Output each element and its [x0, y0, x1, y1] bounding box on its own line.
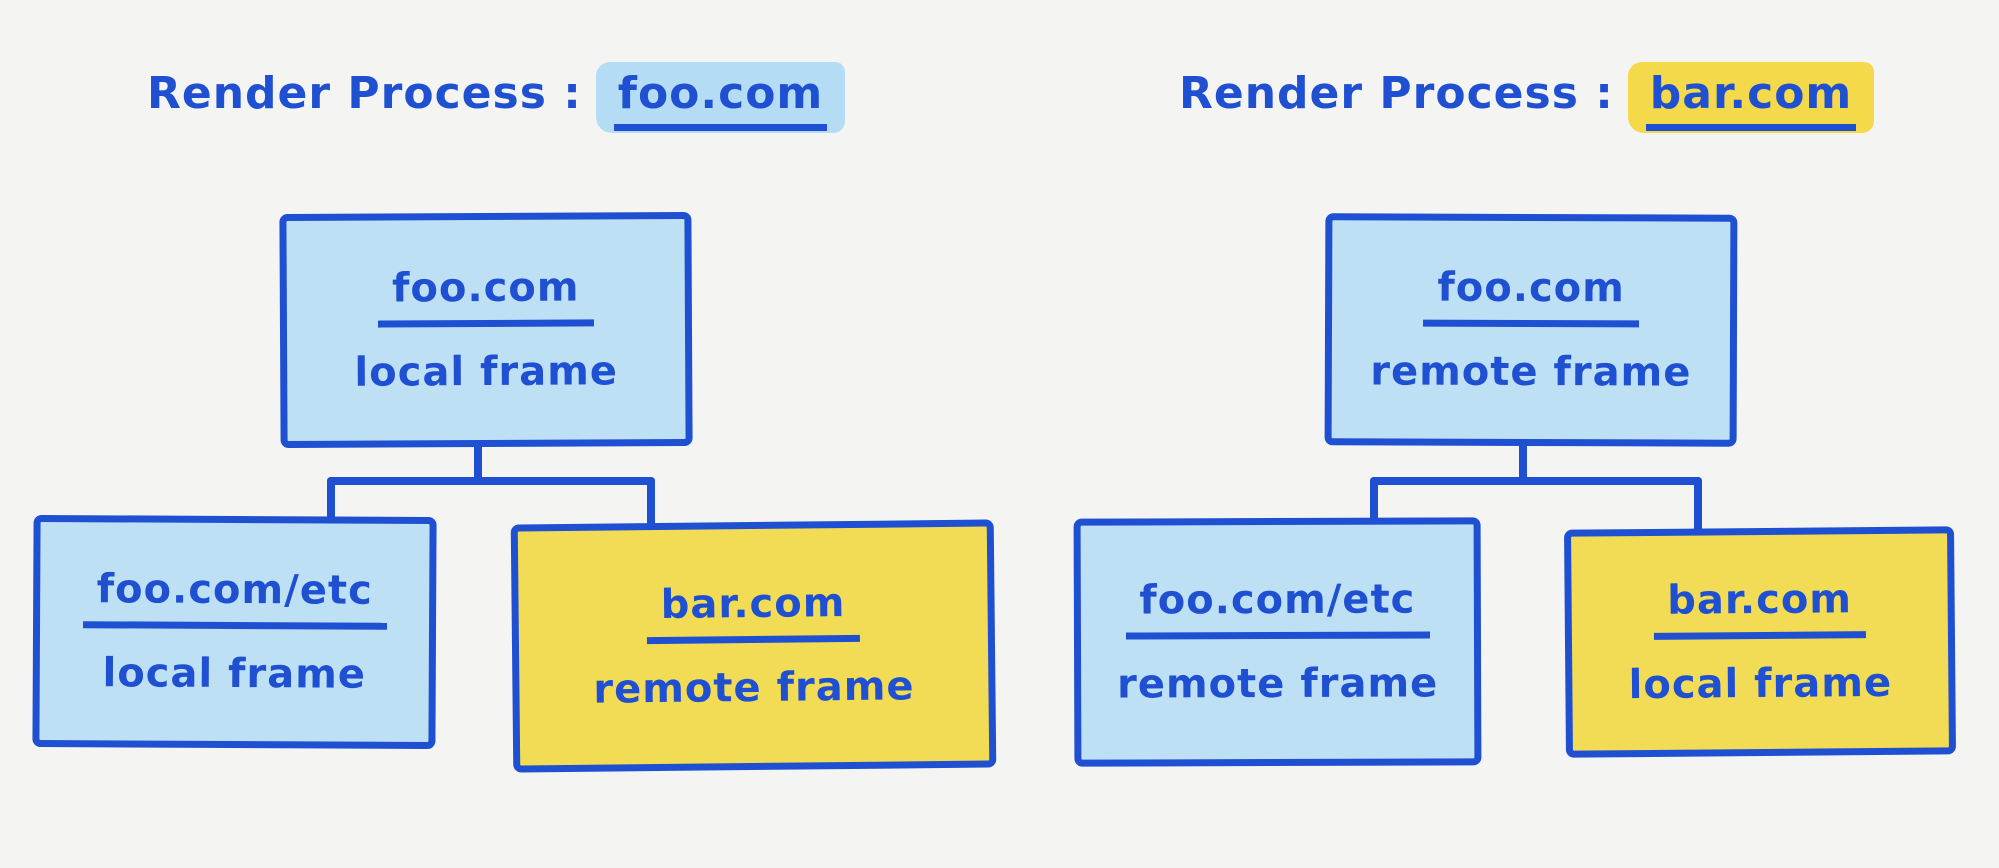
frame-type: remote frame: [593, 663, 915, 713]
frame-domain: bar.com: [646, 579, 860, 645]
frame-box-root: foo.com local frame: [279, 211, 693, 449]
frame-domain: foo.com/etc: [82, 566, 387, 630]
process-title-domain-highlight: bar.com: [1627, 62, 1875, 133]
frame-type: remote frame: [1370, 348, 1692, 396]
frame-type: remote frame: [1117, 660, 1439, 708]
frame-box-child-right: bar.com remote frame: [510, 519, 997, 773]
process-title: Render Process : foo.com: [147, 62, 846, 133]
process-title: Render Process : bar.com: [1179, 62, 1875, 133]
frame-domain: foo.com: [1423, 264, 1639, 328]
frame-box-child-right: bar.com local frame: [1564, 526, 1956, 758]
connector-drop-left: [327, 477, 335, 525]
process-title-domain: bar.com: [1645, 68, 1857, 131]
frame-box-child-left: foo.com/etc local frame: [32, 514, 437, 750]
connector-stem: [1519, 441, 1527, 485]
connector-drop-right: [647, 477, 655, 532]
process-title-domain-highlight: foo.com: [595, 62, 846, 133]
frame-domain: foo.com: [377, 264, 594, 328]
connector-bar: [327, 477, 655, 485]
connector-drop-left: [1370, 477, 1378, 527]
frame-type: local frame: [354, 348, 619, 396]
connector-bar: [1370, 477, 1702, 485]
frame-type: local frame: [1628, 659, 1893, 709]
process-title-prefix: Render Process :: [147, 68, 582, 119]
connector-stem: [474, 443, 482, 485]
frame-box-child-left: foo.com/etc remote frame: [1073, 517, 1482, 767]
connector-drop-right: [1694, 477, 1702, 537]
frame-type: local frame: [102, 650, 367, 698]
process-title-domain: foo.com: [613, 68, 828, 131]
frame-domain: foo.com/etc: [1125, 576, 1430, 640]
frame-domain: bar.com: [1653, 576, 1867, 640]
frame-box-root: foo.com remote frame: [1324, 213, 1738, 447]
process-title-prefix: Render Process :: [1179, 68, 1614, 119]
